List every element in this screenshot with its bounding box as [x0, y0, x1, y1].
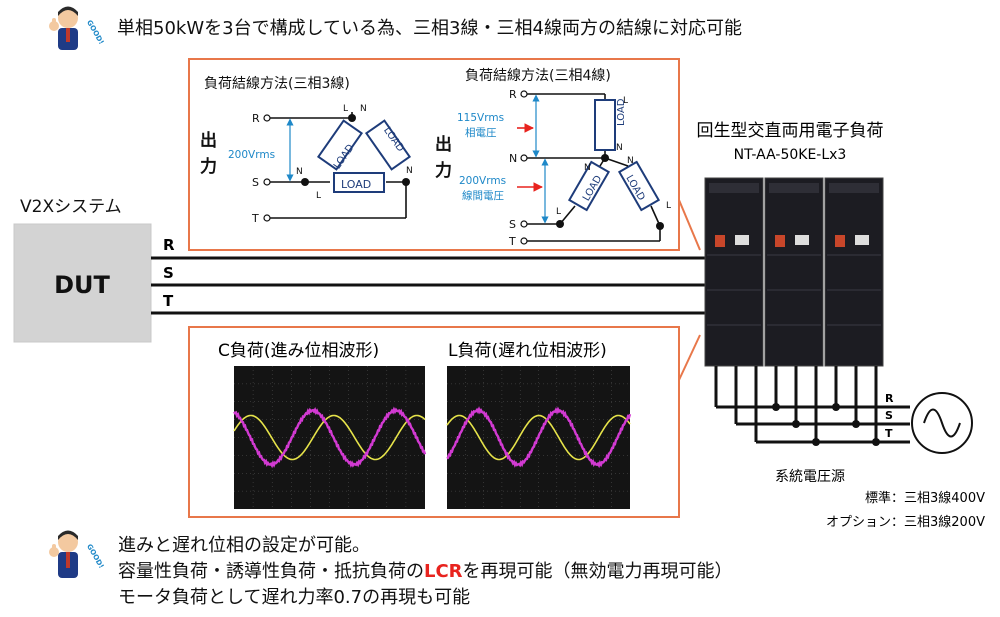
terminal-t-3w: T: [251, 212, 259, 225]
output-label-3wire-1: 出: [200, 130, 217, 151]
v2x-system-label: V2Xシステム: [20, 197, 122, 217]
svg-text:N: N: [584, 163, 591, 173]
rack-2: [764, 177, 824, 367]
thumbs-up-mascot-icon: [49, 6, 78, 50]
grid-title: 系統電圧源: [775, 469, 845, 485]
scope-l-load: [446, 366, 632, 509]
dut-box: [13, 223, 152, 343]
svg-text:N: N: [627, 156, 634, 166]
svg-text:N: N: [360, 104, 367, 114]
device-title: 回生型交直両用電子負荷: [697, 121, 884, 141]
svg-text:N: N: [406, 166, 413, 176]
dut-label: DUT: [54, 271, 110, 299]
svg-text:R: R: [885, 392, 894, 405]
svg-text:N: N: [616, 143, 623, 153]
footer-line-2: 容量性負荷・誘導性負荷・抵抗負荷のLCRを再現可能（無効電力再現可能）: [118, 557, 733, 583]
c-load-title: C負荷(進み位相波形): [218, 341, 379, 361]
line-label-s: S: [163, 264, 174, 282]
terminal-r-3w: R: [252, 112, 260, 125]
svg-text:N: N: [296, 167, 303, 177]
thumbs-up-mascot-icon: [49, 530, 78, 578]
grid-wiring: [714, 366, 910, 444]
phase-voltage: 115Vrms: [457, 112, 504, 124]
scope-c-load: [233, 366, 427, 509]
svg-text:LOAD: LOAD: [341, 178, 371, 191]
svg-text:T: T: [508, 235, 516, 248]
voltage-3wire: 200Vrms: [228, 149, 275, 161]
svg-text:N: N: [509, 152, 517, 165]
rack-1: [704, 177, 764, 367]
svg-text:L: L: [623, 96, 628, 106]
bottom-callout-frame: [188, 326, 701, 518]
svg-text:L: L: [556, 207, 561, 217]
mascot-icon-top: GOOD!: [49, 6, 105, 50]
wiring-3wire-title: 負荷結線方法(三相3線): [204, 76, 350, 92]
svg-text:T: T: [885, 427, 893, 440]
svg-text:L: L: [316, 191, 321, 201]
svg-text:LOAD: LOAD: [616, 98, 627, 126]
phase-voltage-desc: 相電圧: [465, 126, 497, 139]
mascot-icon-bottom: GOOD!: [49, 530, 105, 578]
line-voltage: 200Vrms: [459, 175, 506, 187]
footer-line-1: 進みと遅れ位相の設定が可能。: [118, 535, 370, 556]
output-label-3wire-2: 力: [200, 156, 217, 177]
terminal-s-3w: S: [252, 176, 259, 189]
headline: 単相50kWを3台で構成している為、三相3線・三相4線両方の結線に対応可能: [117, 18, 742, 39]
rack-cabinets: [704, 177, 884, 367]
top-callout-frame: [188, 58, 701, 251]
footer-line-2-post: を再現可能（無効電力再現可能）: [462, 561, 733, 582]
l-load-title: L負荷(遅れ位相波形): [448, 341, 607, 361]
svg-text:L: L: [343, 104, 348, 114]
footer-line-2-pre: 容量性負荷・誘導性負荷・抵抗負荷の: [118, 561, 424, 582]
svg-text:GOOD!: GOOD!: [85, 543, 105, 570]
svg-text:R: R: [509, 88, 517, 101]
ac-source-icon: [911, 392, 973, 454]
grid-option: オプション：三相3線200V: [826, 514, 985, 530]
rst-lines: [151, 256, 708, 315]
footer-line-3: モータ負荷として遅れ力率0.7の再現も可能: [118, 587, 471, 608]
lcr-highlight: LCR: [424, 561, 463, 582]
grid-standard: 標準：三相3線400V: [865, 490, 985, 506]
svg-text:L: L: [666, 201, 671, 211]
line-label-r: R: [163, 236, 175, 254]
svg-text:S: S: [885, 409, 893, 422]
rack-3: [824, 177, 884, 367]
output-label-4wire-2: 力: [435, 160, 452, 181]
wiring-4wire-title: 負荷結線方法(三相4線): [465, 68, 611, 84]
wiring-4wire: 負荷結線方法(三相4線) 出 力 R N S T 115Vrms 相電圧 200…: [435, 68, 671, 248]
device-model: NT-AA-50KE-Lx3: [734, 147, 847, 163]
output-label-4wire-1: 出: [435, 134, 452, 155]
line-label-t: T: [163, 292, 174, 310]
svg-text:S: S: [509, 218, 516, 231]
line-voltage-desc: 線間電圧: [462, 189, 504, 202]
